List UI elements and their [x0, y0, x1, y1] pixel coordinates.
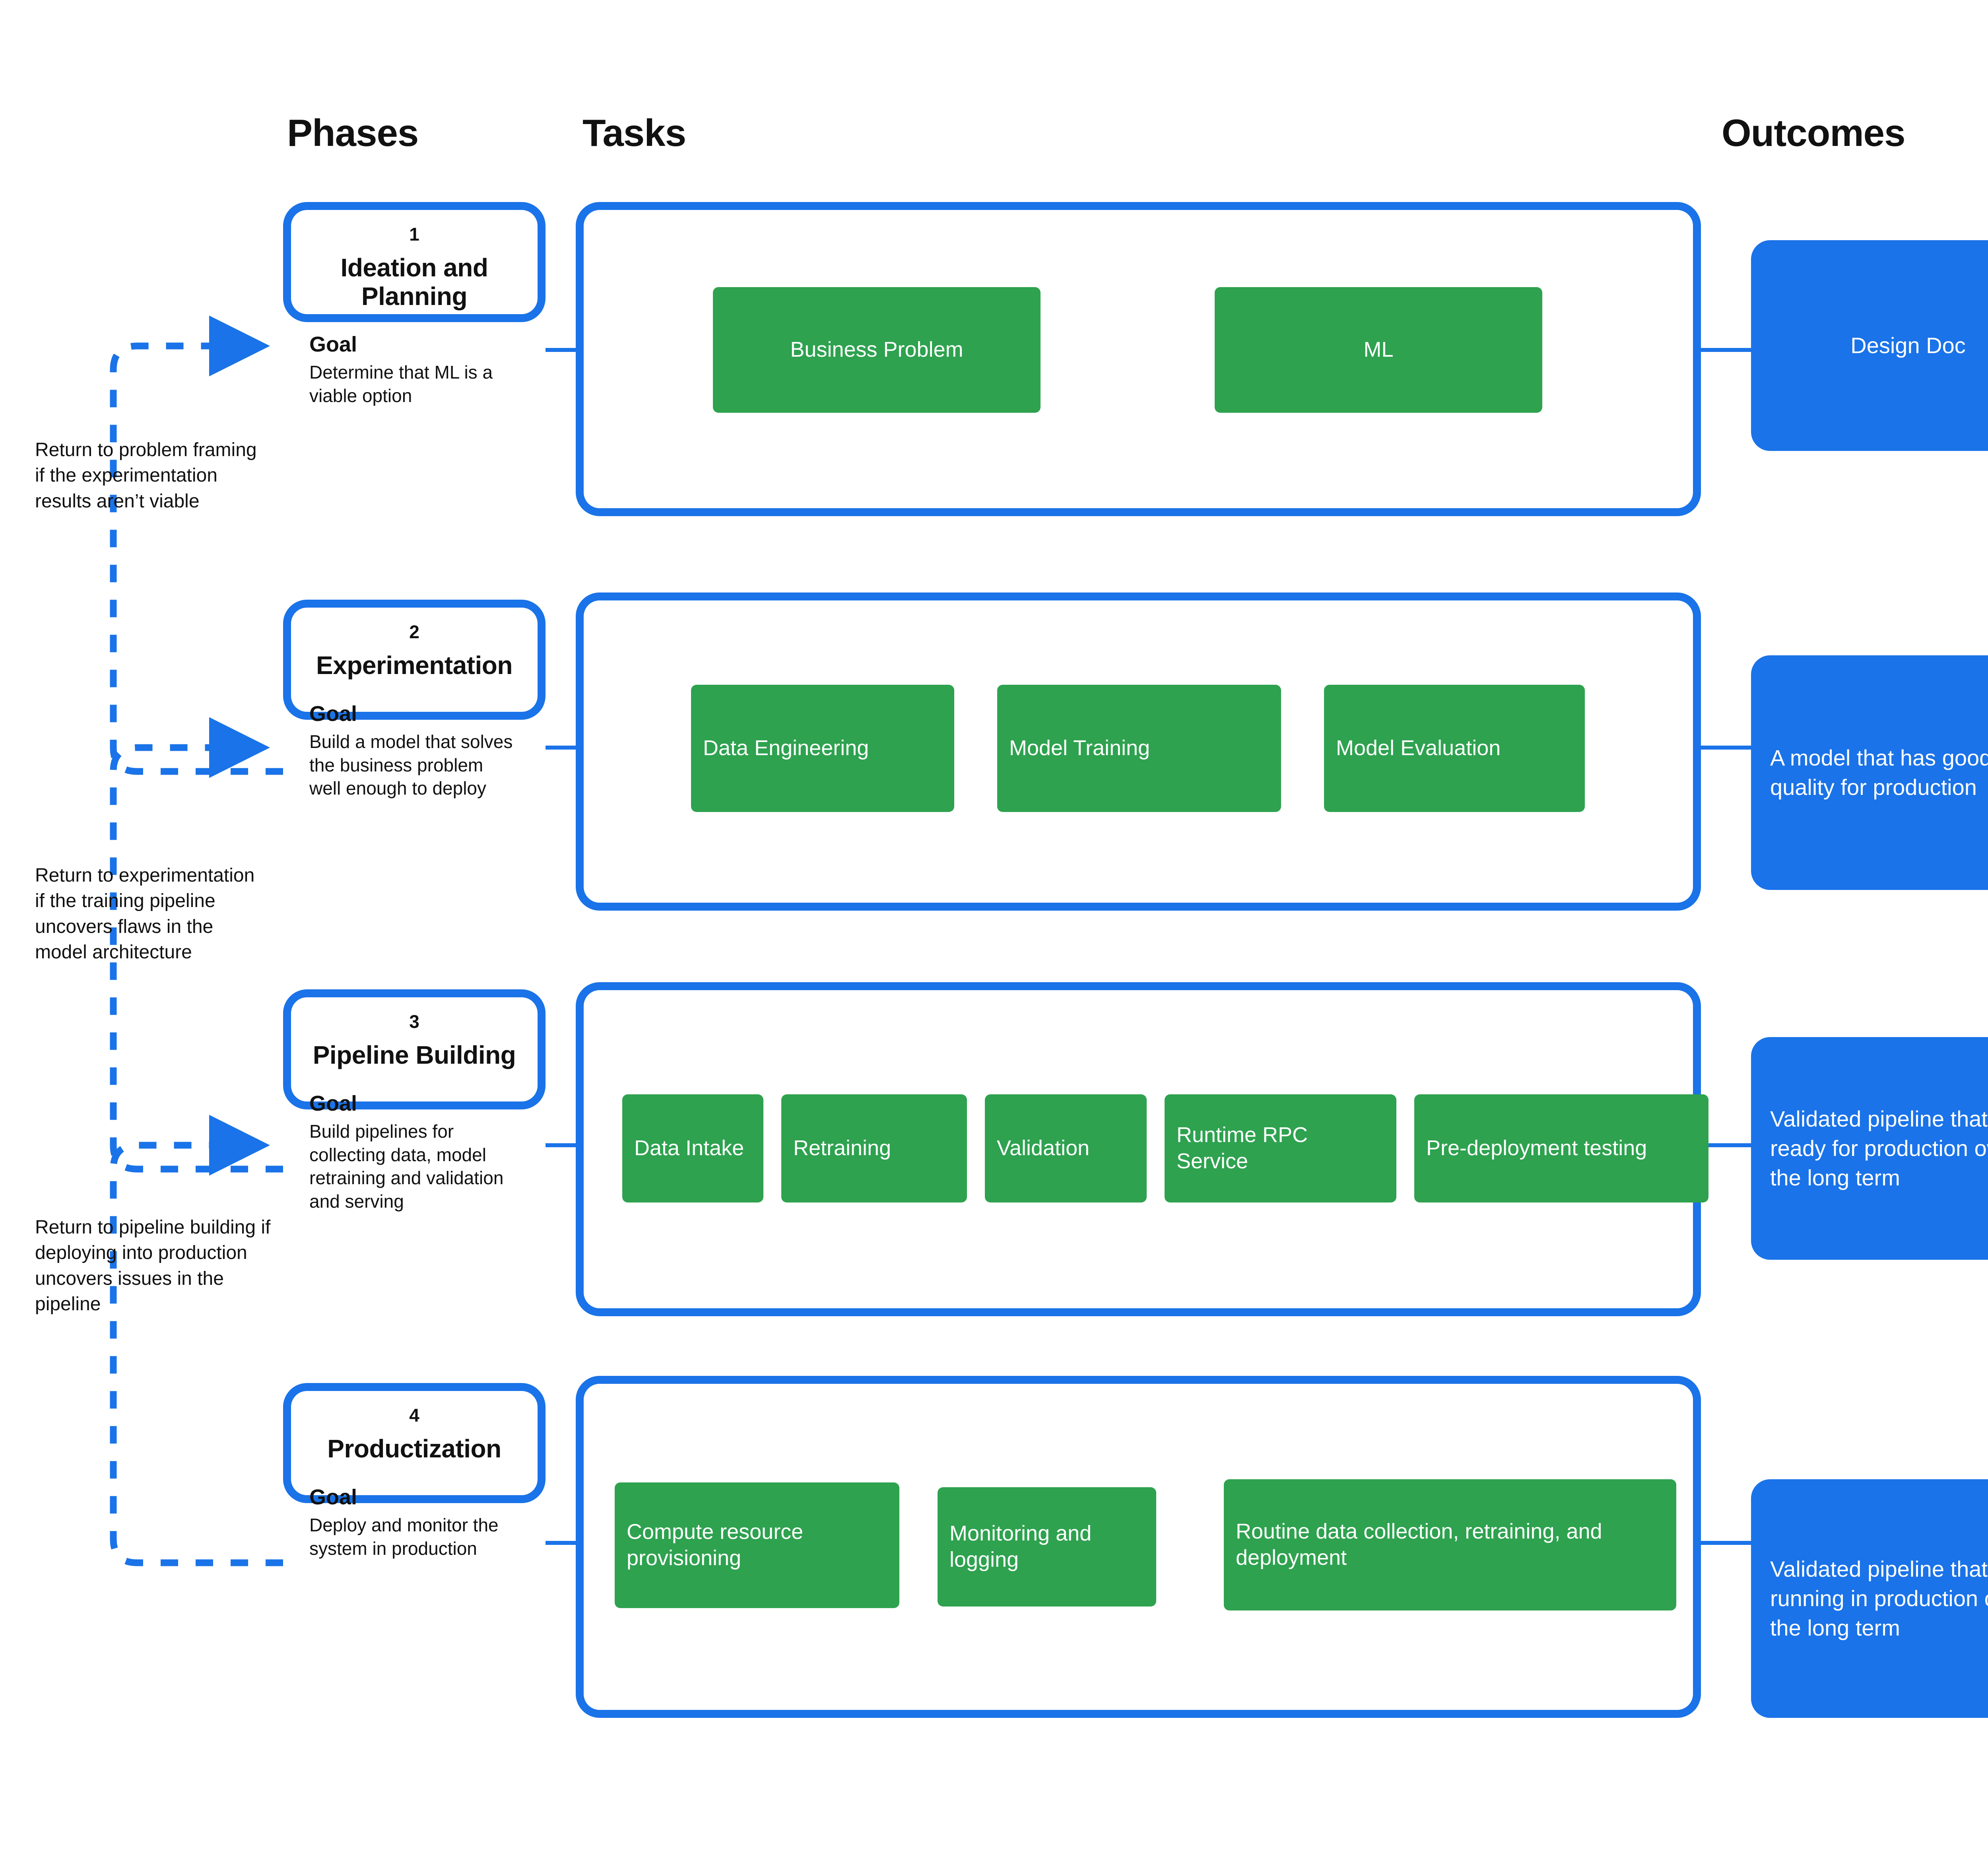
task-box-data-intake[interactable]: Data Intake: [622, 1094, 763, 1202]
task-box-pre-deployment-testing[interactable]: Pre-deployment testing: [1414, 1094, 1708, 1202]
goal-label: Goal: [309, 701, 357, 726]
column-header-phases: Phases: [287, 112, 419, 154]
phase-goal: Goal Build pipelines for collecting data…: [309, 1091, 519, 1214]
outcome-design-doc[interactable]: Design Doc: [1751, 240, 1988, 451]
column-header-outcomes: Outcomes: [1722, 112, 1905, 154]
task-box-monitoring-and-logging[interactable]: Monitoring and logging: [938, 1487, 1156, 1607]
phase-card-ideation-and-planning[interactable]: 1 Ideation and Planning Goal Determine t…: [283, 202, 546, 406]
phase-goal: Goal Determine that ML is a viable optio…: [309, 332, 519, 408]
phase-goal: Goal Build a model that solves the busin…: [309, 701, 519, 800]
task-box-data-engineering[interactable]: Data Engineering: [691, 685, 954, 812]
task-box-model-training[interactable]: Model Training: [997, 685, 1281, 812]
task-box-compute-resource-provisioning[interactable]: Compute resource provisioning: [615, 1482, 899, 1608]
goal-text: Deploy and monitor the system in product…: [309, 1514, 499, 1559]
phase-number: 4: [409, 1405, 419, 1426]
goal-label: Goal: [309, 1485, 357, 1509]
feedback-note-problem-framing: Return to problem framing if the experim…: [35, 439, 257, 512]
phase-goal: Goal Deploy and monitor the system in pr…: [309, 1485, 519, 1560]
goal-text: Build a model that solves the business p…: [309, 731, 513, 799]
feedback-arrow-experimentation-to-ideation: [110, 315, 283, 775]
goal-text: Build pipelines for collecting data, mod…: [309, 1121, 504, 1212]
task-outcome-connectors: [1701, 348, 1751, 1545]
feedback-note-pipeline-building: Return to pipeline building if deploying…: [35, 1217, 271, 1315]
phase-card-productization[interactable]: 4 Productization Goal Deploy and monitor…: [283, 1383, 546, 1559]
phase-card-pipeline-building[interactable]: 3 Pipeline Building Goal Build pipelines…: [283, 989, 546, 1212]
phase-number: 2: [409, 622, 419, 642]
feedback-note-experimentation: Return to experimentation if the trainin…: [35, 865, 255, 963]
phase-number: 1: [409, 224, 419, 245]
goal-label: Goal: [309, 1091, 357, 1115]
phase-task-connectors: [546, 348, 576, 1545]
task-box-runtime-rpc-service[interactable]: Runtime RPC Service: [1165, 1094, 1396, 1202]
phase-title: Experimentation: [316, 651, 513, 680]
phase-title: Productization: [327, 1434, 501, 1463]
outcome-validated-pipeline-running[interactable]: Validated pipeline that’s running in pro…: [1751, 1479, 1988, 1718]
goal-label: Goal: [309, 332, 357, 357]
outcome-model-good-quality[interactable]: A model that has good quality for produc…: [1751, 655, 1988, 890]
goal-text: Determine that ML is a viable option: [309, 362, 493, 406]
task-box-validation[interactable]: Validation: [985, 1094, 1147, 1202]
task-box-ml[interactable]: ML: [1215, 287, 1542, 413]
task-box-model-evaluation[interactable]: Model Evaluation: [1324, 685, 1585, 812]
outcome-validated-pipeline-ready[interactable]: Validated pipeline that’s ready for prod…: [1751, 1037, 1988, 1260]
phase-card-experimentation[interactable]: 2 Experimentation Goal Build a model tha…: [283, 600, 546, 798]
task-box-routine-data-collection[interactable]: Routine data collection, retraining, and…: [1224, 1479, 1676, 1610]
phase-number: 3: [409, 1011, 419, 1032]
task-box-retraining[interactable]: Retraining: [781, 1094, 967, 1202]
phase-title: Pipeline Building: [313, 1041, 516, 1069]
feedback-arrow-production-to-pipeline: [110, 1115, 283, 1566]
column-header-tasks: Tasks: [582, 112, 686, 154]
phase-title: Ideation and Planning: [340, 253, 488, 311]
task-box-business-problem[interactable]: Business Problem: [713, 287, 1041, 413]
